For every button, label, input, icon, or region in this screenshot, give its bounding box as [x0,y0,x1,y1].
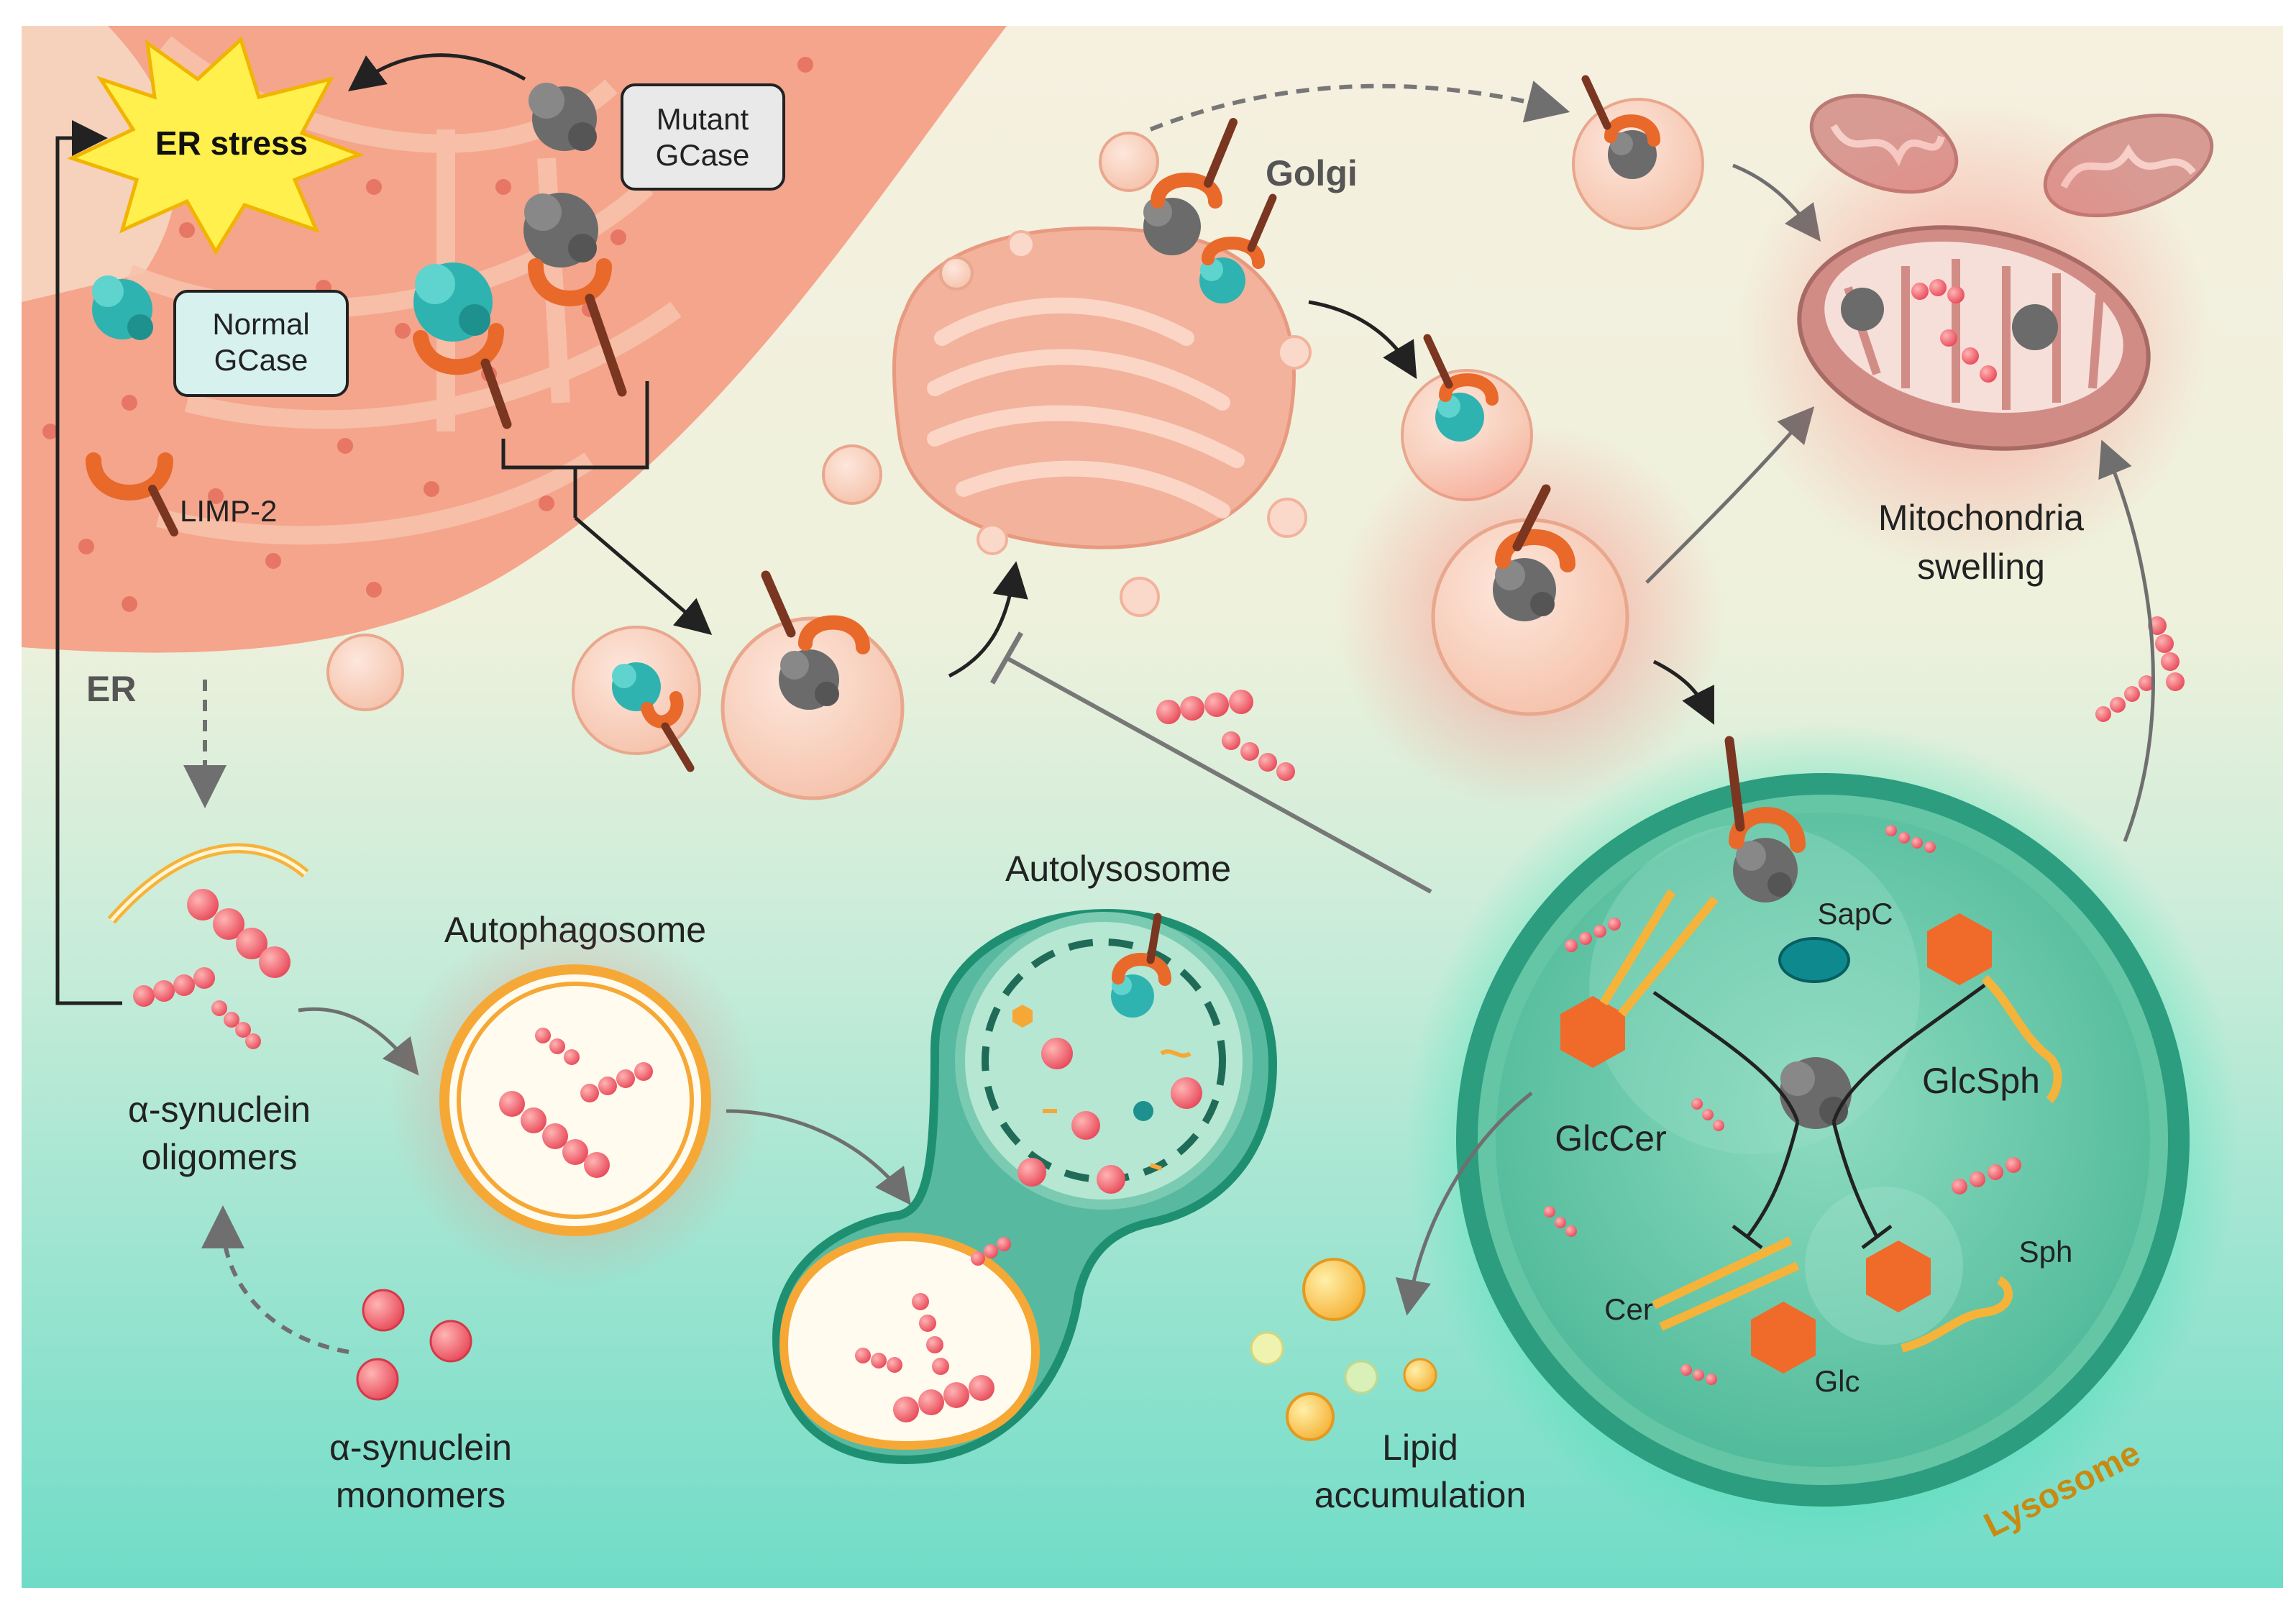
synuclein-chain-mid [1156,690,1295,781]
golgi-to-vesicle-dashed-arrow [1149,81,1570,132]
autolysosome [772,908,1278,1465]
autophagosome [439,964,711,1236]
synuclein-oligomers-label-1: α-synuclein [128,1089,311,1130]
glc-label: Glc [1815,1364,1860,1398]
mutant-to-er-stress-arrow [347,53,526,91]
er-exit-bracket [501,381,713,636]
synuclein-oligomer-group [107,843,309,1049]
mutant-gcase-label-1: Mutant [657,102,749,136]
mitochondria-label-2: swelling [1917,547,2045,587]
monomer-to-oligomer-dashed-arrow [201,1205,349,1354]
synuclein-monomers-label-2: monomers [336,1475,506,1515]
glccer-label: GlcCer [1555,1118,1667,1159]
transport-vesicle-top [1572,75,1704,230]
vesicle-to-lysosome-arrow [1652,659,1714,725]
lipid-droplets [1250,1258,1437,1441]
golgi-inhibition-line [989,631,1432,894]
er-limp2-normal-complex [413,262,512,429]
golgi-vesicle-small [939,256,974,291]
normal-gcase-label-1: Normal [212,307,309,341]
golgi-normal-complex [1199,193,1277,303]
synuclein-oligomers-label-2: oligomers [142,1137,298,1177]
synuclein-monomers [356,1289,472,1401]
lysosome-to-lipid-arrow [1395,1092,1533,1316]
vesicle-to-golgi-arrow [948,561,1028,678]
lipid-label-2: accumulation [1314,1475,1527,1515]
sph-label: Sph [2019,1235,2073,1269]
synuclein-monomers-label-1: α-synuclein [329,1427,512,1468]
mitochondria-label-1: Mitochondria [1878,498,2084,538]
glcsph-label: GlcSph [1922,1061,2040,1101]
normal-gcase-label-2: GCase [214,343,308,377]
synuclein-chain-right [2095,616,2185,722]
golgi-apparatus [892,226,1312,617]
er-exit-vesicle-mutant [721,570,905,800]
er-stress-burst: ER stress [67,36,365,255]
mitochondrion-swollen [1797,225,2151,451]
autophagosome-to-autolysosome-arrow [726,1109,912,1205]
er-exit-vesicle-small [326,634,404,711]
er-mutant-gcase-free [529,83,597,151]
golgi-vesicle-left [822,444,882,505]
oligomer-to-er-stress-line [55,120,122,1005]
er-normal-gcase-free [92,275,153,340]
normal-gcase-box: Normal GCase [173,290,349,397]
lysosome-to-mitochondria-arrow [2098,439,2156,842]
er-limp2-mutant-complex [523,193,627,397]
golgi-label: Golgi [1266,153,1358,193]
er-exit-vesicle-normal [572,626,701,772]
mutant-gcase-label-2: GCase [656,138,750,172]
golgi-to-vesicle-arrow [1308,300,1417,380]
autolysosome-label: Autolysosome [1005,849,1231,889]
sapc-label: SapC [1817,897,1893,931]
lysosome [1456,736,2190,1507]
mutant-gcase-box: Mutant GCase [621,83,785,191]
golgi-vesicle-top [1099,132,1159,192]
golgi-mutant-complex [1143,118,1238,255]
lipid-label-1: Lipid [1382,1427,1458,1468]
cer-label: Cer [1604,1292,1653,1326]
mutant-vesicle-stressed [1431,484,1629,716]
limp2-label: LIMP-2 [180,494,277,528]
limp2-legend-icon [86,452,178,536]
er-stress-label: ER stress [155,124,308,162]
er-label: ER [86,669,136,709]
